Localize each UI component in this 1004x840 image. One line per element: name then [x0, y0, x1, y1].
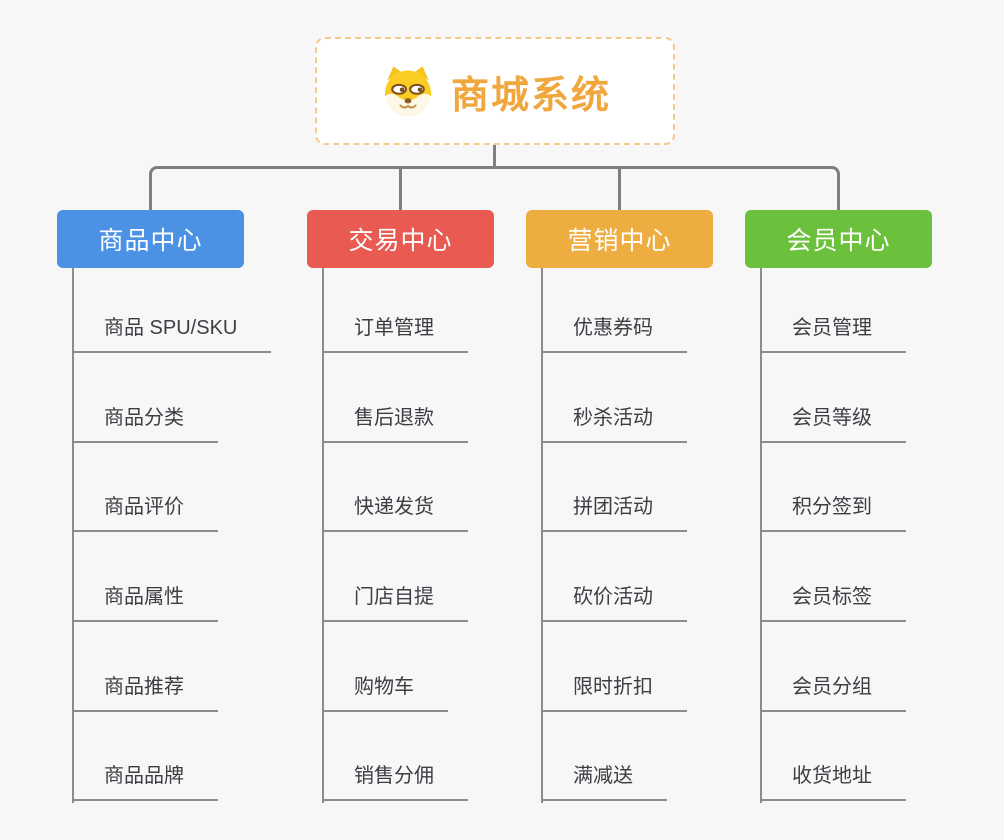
root-node-mall-system[interactable]: 商城系统 — [315, 37, 675, 145]
connector-bus-right — [494, 166, 840, 210]
branch-node-marketing-center[interactable]: 营销中心 — [526, 210, 713, 268]
branch-node-member-center[interactable]: 会员中心 — [745, 210, 932, 268]
leaf-node-product-center-2[interactable]: 商品评价 — [72, 493, 218, 532]
branch-node-product-center[interactable]: 商品中心 — [57, 210, 244, 268]
branch-trunk-product-center — [72, 268, 74, 803]
leaf-node-trade-center-5[interactable]: 销售分佣 — [322, 762, 468, 801]
leaf-node-marketing-center-3[interactable]: 砍价活动 — [541, 583, 687, 622]
doge-face-icon — [384, 66, 432, 117]
leaf-node-member-center-3[interactable]: 会员标签 — [760, 583, 906, 622]
leaf-node-trade-center-4[interactable]: 购物车 — [322, 673, 448, 712]
connector-drop-trade-center — [399, 167, 402, 210]
connector-bus-left — [149, 166, 494, 210]
leaf-node-member-center-1[interactable]: 会员等级 — [760, 404, 906, 443]
leaf-node-marketing-center-2[interactable]: 拼团活动 — [541, 493, 687, 532]
leaf-node-marketing-center-0[interactable]: 优惠券码 — [541, 314, 687, 353]
leaf-node-product-center-3[interactable]: 商品属性 — [72, 583, 218, 622]
leaf-node-trade-center-0[interactable]: 订单管理 — [322, 314, 468, 353]
leaf-node-member-center-0[interactable]: 会员管理 — [760, 314, 906, 353]
leaf-node-product-center-4[interactable]: 商品推荐 — [72, 673, 218, 712]
leaf-node-member-center-5[interactable]: 收货地址 — [760, 762, 906, 801]
root-title: 商城系统 — [450, 74, 611, 117]
leaf-node-trade-center-1[interactable]: 售后退款 — [322, 404, 468, 443]
leaf-node-member-center-2[interactable]: 积分签到 — [760, 493, 906, 532]
connector-drop-marketing-center — [618, 167, 621, 210]
leaf-node-product-center-0[interactable]: 商品 SPU/SKU — [72, 314, 272, 353]
leaf-node-product-center-5[interactable]: 商品品牌 — [72, 762, 218, 801]
leaf-node-marketing-center-4[interactable]: 限时折扣 — [541, 673, 687, 712]
leaf-node-member-center-4[interactable]: 会员分组 — [760, 673, 906, 712]
leaf-node-product-center-1[interactable]: 商品分类 — [72, 404, 218, 443]
branch-trunk-member-center — [760, 268, 762, 803]
leaf-node-marketing-center-5[interactable]: 满减送 — [541, 762, 667, 801]
leaf-node-marketing-center-1[interactable]: 秒杀活动 — [541, 404, 687, 443]
branch-trunk-marketing-center — [541, 268, 543, 803]
branch-node-trade-center[interactable]: 交易中心 — [307, 210, 494, 268]
leaf-node-trade-center-3[interactable]: 门店自提 — [322, 583, 468, 622]
leaf-node-trade-center-2[interactable]: 快递发货 — [322, 493, 468, 532]
connector-root-stub — [493, 145, 496, 169]
branch-trunk-trade-center — [322, 268, 324, 803]
